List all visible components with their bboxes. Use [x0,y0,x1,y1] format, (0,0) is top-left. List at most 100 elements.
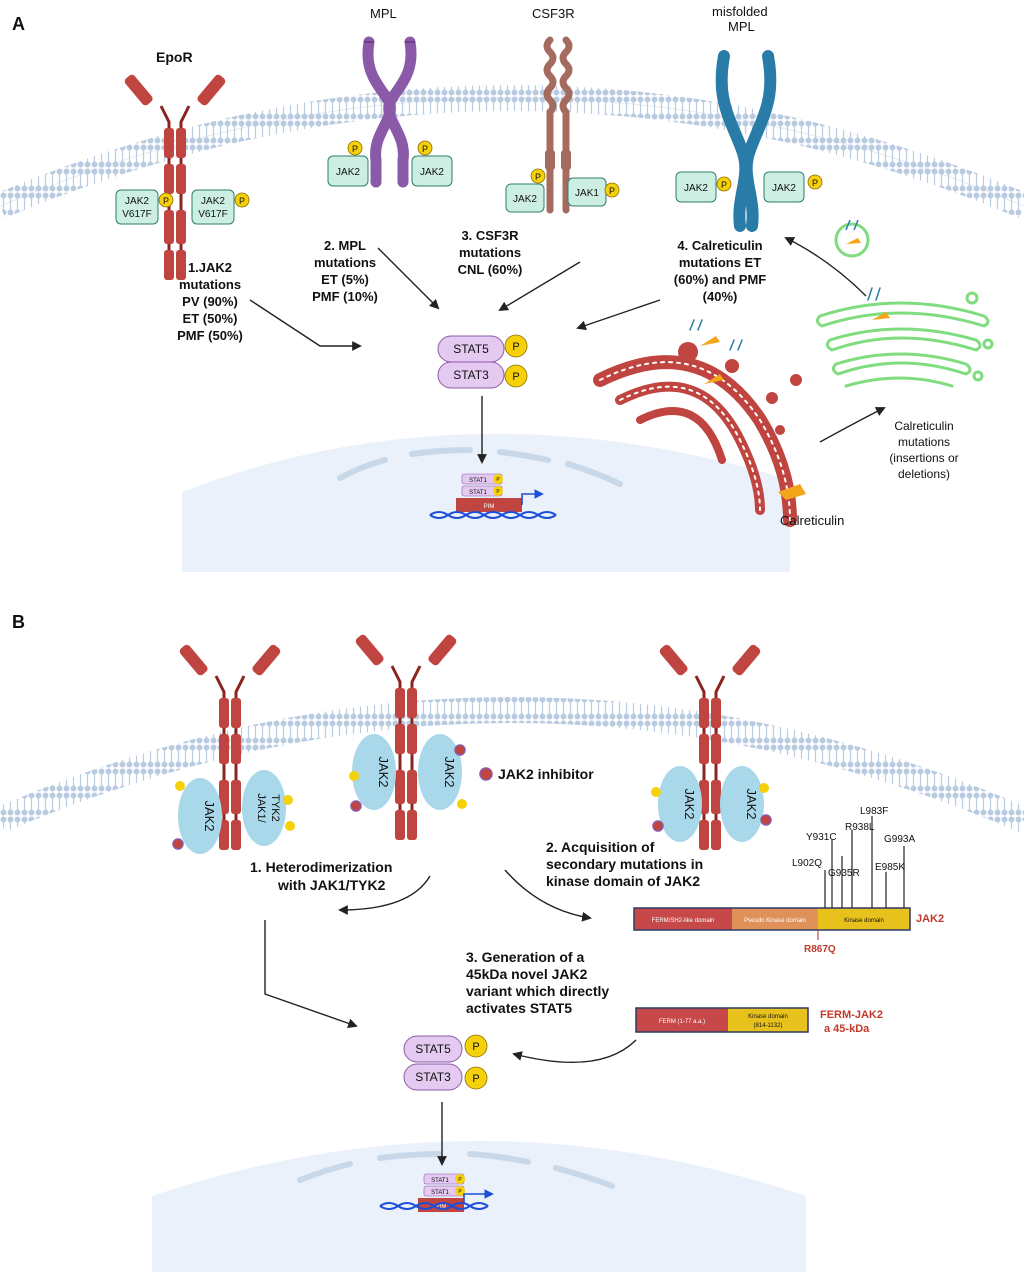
svg-text:PV (90%): PV (90%) [182,294,238,309]
svg-text:P: P [512,341,519,353]
stat-dimer-a: STAT5 STAT3 P P [437,334,528,389]
jak2-blob-b5: JAK2 [720,766,772,842]
svg-text:P: P [239,196,245,206]
stat-dimer-b: STAT5 STAT3 P P [403,1034,488,1091]
svg-text:P: P [512,371,519,383]
svg-text:JAK2: JAK2 [201,196,225,207]
svg-text:STAT3: STAT3 [453,368,489,382]
svg-text:G993A: G993A [884,834,915,845]
cell-membrane-a [0,85,1024,218]
svg-text:L902Q: L902Q [792,858,822,869]
svg-text:Kinase domain: Kinase domain [844,918,884,924]
ferm-jak2-bar: FERM (1-77 a.a.) Kinase domain (814-1132… [635,1007,883,1035]
jak2-inhibitor-icon [479,767,493,781]
svg-text:secondary mutations in: secondary mutations in [546,856,703,872]
svg-text:activates STAT5: activates STAT5 [466,1000,572,1016]
nuclear-pores-b [297,1151,615,1189]
jak2-mutation-stems [817,816,905,940]
misfolded-label-2: MPL [728,19,755,34]
svg-text:JAK2: JAK2 [916,913,944,925]
svg-text:JAK2: JAK2 [682,788,697,819]
panel-label-a: A [12,14,25,34]
svg-text:deletions): deletions) [898,467,950,481]
svg-text:STAT1: STAT1 [431,1178,449,1184]
r867q-label: R867Q [804,944,836,955]
jak2-domain-bar: FERM/SH2-like domain Pseudo Kinase domai… [633,907,944,931]
misfolded-label-1: misfolded [712,4,768,19]
svg-text:STAT5: STAT5 [415,1042,451,1056]
misfolded-mpl-receptor [715,50,777,232]
dna-pim-b: STAT1 P STAT1 P PIM [379,1173,494,1212]
jak1-csf3r: JAK1 P [567,177,620,207]
nucleus-b [152,1141,806,1272]
svg-text:Calreticulin: Calreticulin [894,419,953,433]
step2-note: 2. Acquisition of secondary mutations in… [546,839,703,889]
svg-text:P: P [812,178,818,188]
svg-text:a 45-kDa: a 45-kDa [824,1023,870,1035]
svg-text:JAK2: JAK2 [772,183,796,194]
svg-text:P: P [352,144,358,154]
jak2-inhibitor-label: JAK2 inhibitor [498,766,594,782]
svg-text:FERM/SH2-like domain: FERM/SH2-like domain [652,918,715,924]
svg-text:R938L: R938L [845,822,875,833]
svg-text:FERM-JAK2: FERM-JAK2 [820,1009,883,1021]
svg-text:PMF (10%): PMF (10%) [312,289,378,304]
svg-text:P: P [458,1177,462,1183]
svg-text:JAK2: JAK2 [202,800,217,831]
svg-text:1. Heterodimerization: 1. Heterodimerization [250,859,392,875]
svg-text:G935R: G935R [828,868,860,879]
note-calreticulin-mutations: 4. Calreticulin mutations ET (60%) and P… [674,238,767,304]
svg-text:PIM: PIM [436,1204,447,1210]
jak2-mpl-right: JAK2 P [411,140,453,187]
endoplasmic-reticulum [593,319,806,527]
svg-text:STAT1: STAT1 [469,478,487,484]
svg-text:V617F: V617F [122,209,151,220]
svg-text:TYK2: TYK2 [269,794,281,822]
svg-text:JAK2: JAK2 [744,788,759,819]
svg-text:STAT1: STAT1 [469,490,487,496]
jak2-misfolded-left: JAK2 P [675,171,732,203]
svg-text:Pseudo Kinase domain: Pseudo Kinase domain [744,918,806,924]
svg-text:mutations ET: mutations ET [679,255,761,270]
note-csf3r-mutations: 3. CSF3R mutations CNL (60%) [458,228,523,277]
jak2-blob-b2: JAK2 [349,734,396,812]
jak1-tyk2-blob: JAK1/ TYK2 [242,770,295,846]
svg-text:ET (50%): ET (50%) [183,311,238,326]
epor-label: EpoR [156,49,193,65]
panel-label-b: B [12,612,25,632]
arrows-b [264,869,637,1166]
epor-receptor [121,71,229,282]
svg-text:mutations: mutations [459,245,521,260]
svg-text:STAT5: STAT5 [453,342,489,356]
svg-text:2. Acquisition of: 2. Acquisition of [546,839,655,855]
svg-text:JAK2: JAK2 [336,167,360,178]
csf3r-receptor [543,36,573,214]
jak2-blob-b1: JAK2 [172,778,222,854]
svg-text:P: P [496,489,500,495]
svg-text:2. MPL: 2. MPL [324,238,366,253]
step1-note: 1. Heterodimerization with JAK1/TYK2 [250,859,392,893]
mpl-receptor [362,36,417,188]
svg-text:P: P [458,1189,462,1195]
golgi-apparatus [815,287,994,388]
svg-text:P: P [472,1073,479,1085]
jak2-misfolded-right: JAK2 P [763,171,823,203]
svg-text:L983F: L983F [860,806,888,817]
note-jak2-mutations: 1.JAK2 mutations PV (90%) ET (50%) PMF (… [177,260,243,343]
svg-text:CNL (60%): CNL (60%) [458,262,523,277]
svg-text:STAT3: STAT3 [415,1070,451,1084]
svg-text:P: P [472,1041,479,1053]
note-mpl-mutations: 2. MPL mutations ET (5%) PMF (10%) [312,238,378,304]
svg-text:mutations: mutations [179,277,241,292]
svg-text:P: P [422,144,428,154]
svg-text:JAK2: JAK2 [420,167,444,178]
svg-text:Y931C: Y931C [806,832,837,843]
jak2-v617f-left: JAK2 V617F P [115,189,174,225]
svg-text:variant which directly: variant which directly [466,983,609,999]
svg-text:V617F: V617F [198,209,227,220]
svg-text:E985K: E985K [875,862,905,873]
svg-text:JAK2: JAK2 [376,756,391,787]
svg-text:ET (5%): ET (5%) [321,272,369,287]
dna-pim-a: STAT1 P STAT1 P PIM [429,473,557,519]
